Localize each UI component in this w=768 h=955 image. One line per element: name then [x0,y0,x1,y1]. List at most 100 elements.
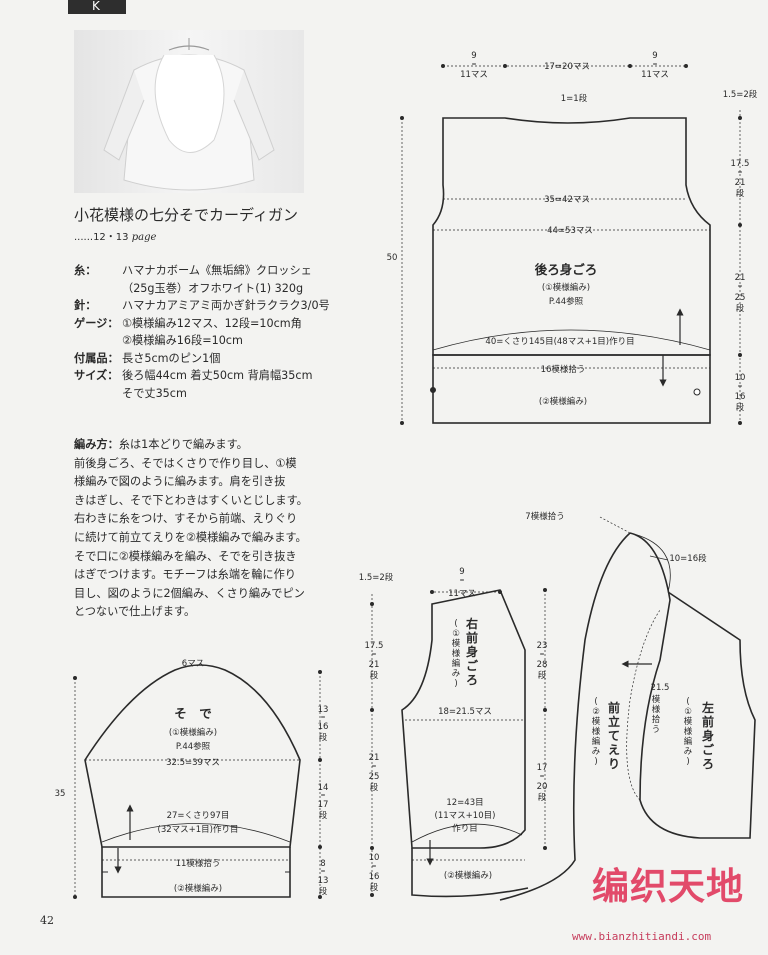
svg-text:=: = [320,714,325,721]
svg-text:=: = [320,868,325,875]
sleeve-cast-on-2: (32マス+1目)作り目 [158,824,239,835]
svg-text:16: 16 [369,872,380,882]
svg-text:様: 様 [452,648,461,659]
svg-text:28: 28 [537,660,548,670]
watermark-logo: 编织天地 www.bianzhitiandi.com [572,856,764,951]
svg-text:): ) [594,757,597,767]
svg-text:編: 編 [452,658,461,669]
svg-text:17: 17 [318,800,329,810]
svg-text:20: 20 [537,782,548,792]
sleeve-width: 32.5=39マス [166,758,220,768]
svg-text:模: 模 [652,694,661,705]
svg-text:11マス: 11マス [641,70,669,80]
svg-text:16: 16 [318,722,329,732]
svg-text:): ) [454,679,457,689]
back-shoulder: 1.5=2段 [723,89,758,100]
svg-text:=: = [652,61,657,68]
svg-text:10: 10 [369,853,380,863]
svg-text:21: 21 [735,178,746,188]
sleeve-diagram [73,664,322,899]
svg-text:様: 様 [684,726,693,737]
svg-text:=: = [471,61,476,68]
back-top-left-1: 9 [471,51,476,61]
svg-text:模: 模 [592,716,601,727]
svg-text:(: ( [594,697,597,707]
svg-text:9: 9 [459,567,464,577]
material-specs: 糸：ハマナカボーム《無垢綿》クロッシェ （25g玉巻）オフホワイト(1) 320… [74,262,344,402]
svg-text:て: て [608,729,620,743]
svg-text:=: = [371,763,376,770]
svg-text:段: 段 [736,188,745,199]
svg-text:段: 段 [736,402,745,413]
svg-text:段: 段 [538,670,547,681]
svg-text:21.5: 21.5 [651,683,670,693]
collar-left-front-diagram [499,516,756,901]
svg-text:(: ( [686,697,689,707]
svg-text:身: 身 [466,644,478,659]
knitting-method: 編み方：糸は1本どりで編みます。 前後身ごろ、そではくさりで作り目し、①模 様編… [74,438,308,619]
svg-text:①: ① [684,707,692,717]
svg-text:段: 段 [370,782,379,793]
svg-text:13: 13 [318,876,329,886]
svg-text:み: み [684,747,693,757]
svg-text:段: 段 [538,792,547,803]
back-neck: 1=1段 [561,93,588,104]
right-front-hem: (②模様編み) [444,870,492,881]
svg-text:前: 前 [466,630,478,645]
page-reference: ......12・13 page [74,232,157,243]
spec-needle: 針：ハマナカアミアミ両かぎ針ラクラク3/0号 [74,299,330,312]
collar-pickup: 7模様拾う [525,511,564,522]
svg-text:17: 17 [537,763,548,773]
svg-text:①: ① [452,629,460,639]
sleeve-ref: P.44参照 [176,741,211,752]
svg-text:11マス: 11マス [460,70,488,80]
section-tag: K [68,0,126,14]
svg-text:り: り [608,757,620,771]
svg-text:み: み [452,669,461,679]
svg-text:=: = [459,577,464,584]
svg-text:8: 8 [320,859,325,869]
svg-text:21: 21 [735,273,746,283]
back-hem: (②模様編み) [539,396,587,407]
sleeve-cuff: (②模様編み) [174,883,222,894]
svg-text:ろ: ろ [466,673,478,687]
sleeve-total-height: 35 [55,789,66,799]
back-cast-on: 40=くさり145目(48マス+1目)作り目 [485,336,634,347]
back-stitch: (①模様編み) [542,282,590,293]
svg-text:編: 編 [684,736,693,747]
svg-text:立: 立 [608,714,620,729]
svg-text:前: 前 [702,714,714,729]
svg-text:拾: 拾 [652,714,661,725]
pattern-title: 小花模様の七分そでカーディガン [74,206,298,224]
svg-text:): ) [686,757,689,767]
svg-text:25: 25 [735,293,746,303]
sleeve-pickup: 11模様拾う [176,858,221,869]
svg-text:11マス: 11マス [448,589,476,599]
svg-text:ご: ご [702,742,715,757]
svg-text:模: 模 [684,716,693,727]
svg-text:=: = [737,283,742,290]
sleeve-stitch: (①模様編み) [169,727,217,738]
back-name: 後ろ身ごろ [535,262,598,277]
right-front-diagram [370,588,547,898]
back-width: 44=53マス [547,226,593,236]
svg-text:=: = [320,792,325,799]
spec-gauge: ゲージ：①模様編み12マス、12段=10cm角 [74,316,302,330]
back-chest: 35=42マス [544,195,590,205]
right-front-cast-on-3: 作り目 [452,823,478,834]
svg-text:21: 21 [369,753,380,763]
back-pickup: 16模様拾う [541,364,586,375]
svg-text:右: 右 [465,616,478,631]
svg-text:み: み [592,747,601,757]
watermark-url: www.bianzhitiandi.com [572,930,712,943]
svg-text:23: 23 [537,641,548,651]
svg-text:21: 21 [369,660,380,670]
svg-text:14: 14 [318,783,329,793]
svg-text:②: ② [592,707,600,717]
spec-size: サイズ：後ろ幅44cm 着丈50cm 背肩幅35cm [74,369,313,382]
svg-text:う: う [652,725,661,735]
svg-text:10: 10 [735,373,746,383]
back-ref: P.44参照 [549,296,584,307]
svg-text:編: 編 [592,736,601,747]
svg-text:=: = [539,773,544,780]
